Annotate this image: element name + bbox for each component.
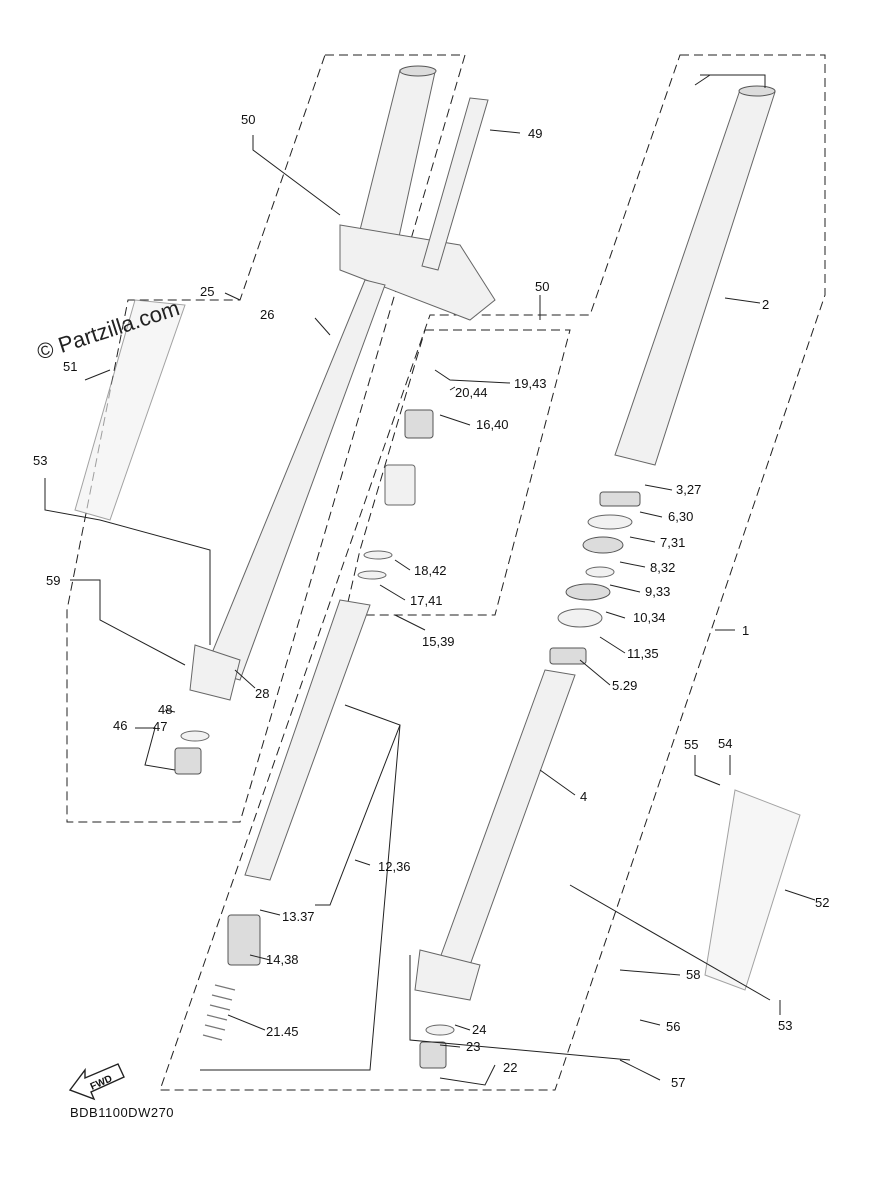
cylinder-12 — [244, 599, 371, 881]
callout-49: 49 — [528, 126, 542, 141]
left-fork-cover — [74, 299, 186, 521]
callout-3-27: 3,27 — [676, 482, 701, 497]
callout-6-30: 6,30 — [668, 509, 693, 524]
diagram-code: BDB1100DW270 — [70, 1105, 174, 1120]
washer-18 — [363, 550, 393, 560]
callout-26: 26 — [260, 307, 274, 322]
callout-18-42: 18,42 — [414, 563, 447, 578]
collar-22 — [419, 1041, 447, 1069]
callout-1: 1 — [742, 623, 749, 638]
left-inner-tube-top — [399, 65, 437, 77]
boundary-right-fork-assy — [159, 54, 826, 1091]
seal-11 — [557, 608, 603, 628]
spacer-23 — [425, 1024, 455, 1036]
callout-56: 56 — [666, 1019, 680, 1034]
right-axle-bracket — [414, 949, 481, 1001]
ring-8 — [582, 536, 624, 554]
callout-28: 28 — [255, 686, 269, 701]
clip-9 — [585, 566, 615, 578]
fwd-arrow: FWD — [68, 1063, 125, 1101]
callout-labels: 1 2 3,27 4 5.29 6,30 7,31 8,32 9,33 10,3… — [33, 112, 829, 1090]
callout-15-39: 15,39 — [422, 634, 455, 649]
spacer-47 — [180, 730, 210, 742]
group-boundaries — [66, 54, 826, 1091]
callout-17-41: 17,41 — [410, 593, 443, 608]
washer-17 — [357, 570, 387, 580]
callout-58: 58 — [686, 967, 700, 982]
callout-23: 23 — [466, 1039, 480, 1054]
leader-lines — [44, 74, 816, 1086]
callout-52: 52 — [815, 895, 829, 910]
right-outer-tube — [614, 89, 776, 466]
callout-16-40: 16,40 — [476, 417, 509, 432]
dust-seal-10 — [565, 583, 611, 601]
seal-7 — [587, 514, 633, 530]
callout-59: 59 — [46, 573, 60, 588]
callout-21-45: 21.45 — [266, 1024, 299, 1039]
callout-14-38: 14,38 — [266, 952, 299, 967]
callout-46: 46 — [113, 718, 127, 733]
callout-57: 57 — [671, 1075, 685, 1090]
callout-12-36: 12,36 — [378, 859, 411, 874]
callout-50-mid: 50 — [535, 279, 549, 294]
boundary-left-fork-assy — [66, 54, 466, 823]
left-inner-tube — [354, 69, 436, 256]
callout-25: 25 — [200, 284, 214, 299]
boundary-damper-assy — [344, 329, 571, 616]
left-fork-parts — [189, 65, 496, 701]
callout-8-32: 8,32 — [650, 560, 675, 575]
callout-19-43: 19,43 — [514, 376, 547, 391]
callout-9-33: 9,33 — [645, 584, 670, 599]
callout-53-left: 53 — [33, 453, 47, 468]
callout-48: 48 — [158, 702, 172, 717]
callout-50-top: 50 — [241, 112, 255, 127]
callout-2: 2 — [762, 297, 769, 312]
damper-parts — [202, 409, 434, 1041]
damper-cap-16 — [404, 409, 434, 439]
piece-14 — [227, 914, 261, 966]
callout-55: 55 — [684, 737, 698, 752]
callout-24: 24 — [472, 1022, 486, 1037]
callout-10-34: 10,34 — [633, 610, 666, 625]
right-fork-guard — [704, 789, 801, 991]
callout-51: 51 — [63, 359, 77, 374]
callout-53-right: 53 — [778, 1018, 792, 1033]
callout-20-44: 20,44 — [455, 385, 488, 400]
right-fork-parts — [414, 85, 776, 1001]
right-inner-tube — [439, 669, 576, 966]
damper-body — [384, 464, 416, 506]
left-outer-tube — [204, 279, 386, 681]
collar-46 — [174, 747, 202, 775]
callout-7-31: 7,31 — [660, 535, 685, 550]
left-cover — [74, 299, 186, 521]
right-guard — [704, 789, 801, 991]
left-axle-bracket — [189, 644, 241, 701]
spring-21 — [202, 984, 236, 1041]
bushing-5 — [549, 647, 587, 665]
callout-11-35: 11,35 — [627, 646, 659, 661]
callout-47: 47 — [153, 719, 167, 734]
lower-fittings — [174, 730, 455, 1069]
callout-13-37: 13.37 — [282, 909, 315, 924]
left-damper-rod — [421, 97, 489, 271]
callout-22: 22 — [503, 1060, 517, 1075]
bushing-6 — [599, 491, 641, 507]
callout-4: 4 — [580, 789, 587, 804]
right-outer-tube-top — [738, 85, 776, 97]
fwd-arrow-icon — [68, 1063, 125, 1101]
callout-54: 54 — [718, 736, 732, 751]
callout-5-29: 5.29 — [612, 678, 637, 693]
